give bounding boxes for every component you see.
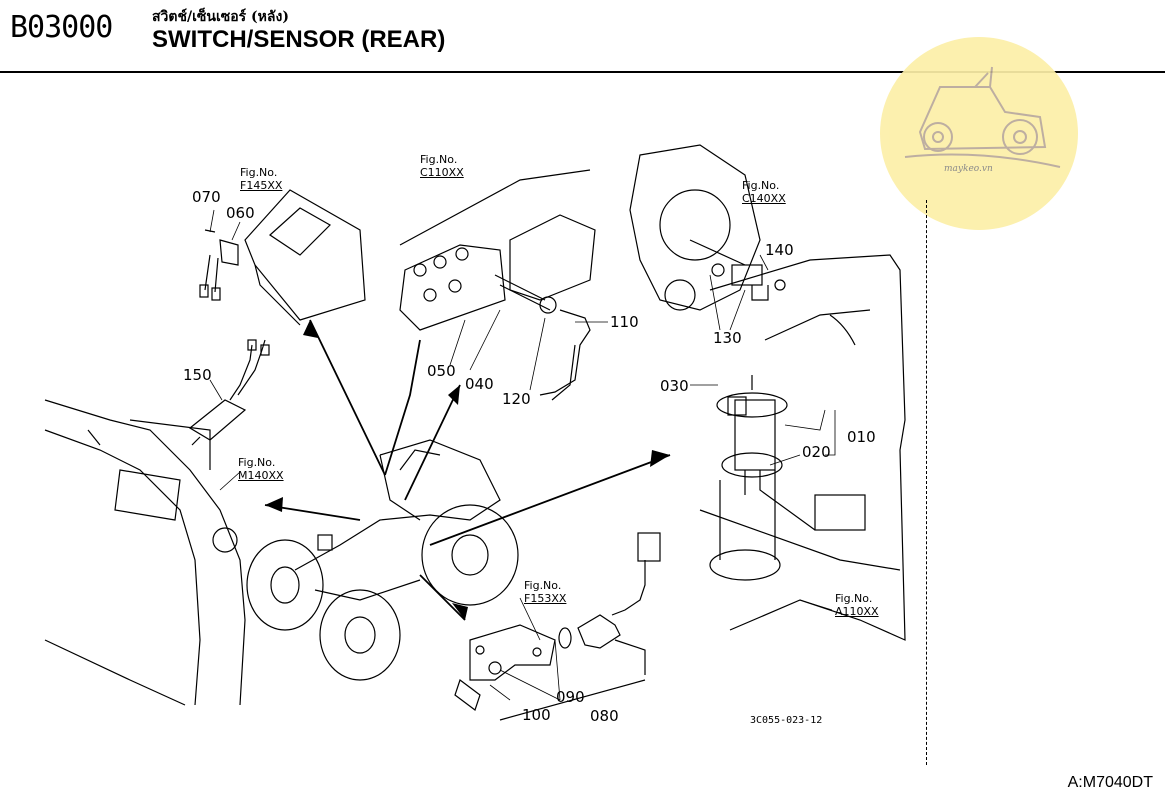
tractor-icon [904,66,1061,168]
fig-ref-c140xx: Fig.No. C140XX [742,179,786,205]
footer-code: A:M7040DT [1067,774,1153,791]
part-label-150: 150 [183,366,212,384]
section-title-thai: สวิตช์/เซ็นเซอร์ (หลัง) [152,9,289,25]
part-label-010: 010 [847,428,876,446]
part-label-060: 060 [226,204,255,222]
reference-arrows [264,319,671,621]
margin-dashed-line [926,200,927,765]
arrow-heads [265,320,670,620]
sensor-f153xx [454,532,661,721]
part-label-070: 070 [192,188,221,206]
header-divider [0,71,1165,73]
part-label-110: 110 [610,313,639,331]
part-label-050: 050 [427,362,456,380]
part-label-090: 090 [556,688,585,706]
section-code: B03000 [10,10,113,45]
switch-150 [129,339,270,470]
tractor-illustration [246,439,519,681]
part-label-100: 100 [522,706,551,724]
part-label-140: 140 [765,241,794,259]
housing-c110xx [399,169,596,401]
machine-frame-m140xx [44,399,246,706]
fuel-tank-a110xx [699,254,906,641]
fig-ref-c110xx: Fig.No. C110XX [420,153,464,179]
section-title: SWITCH/SENSOR (REAR) [152,26,446,53]
part-label-080: 080 [590,707,619,725]
watermark-logo [880,37,1078,230]
bracket-f145xx [199,189,366,326]
fig-ref-a110xx: Fig.No. A110XX [835,592,879,618]
fig-ref-f145xx: Fig.No. F145XX [240,166,283,192]
watermark-text: maykeo.vn [944,164,993,174]
part-label-020: 020 [802,443,831,461]
fig-ref-f153xx: Fig.No. F153XX [524,579,567,605]
drawing-id: 3C055-023-12 [750,715,823,726]
part-label-130: 130 [713,329,742,347]
part-label-030: 030 [660,377,689,395]
leader-lines [209,209,836,701]
part-label-040: 040 [465,375,494,393]
fig-ref-m140xx: Fig.No. M140XX [238,456,284,482]
part-label-120: 120 [502,390,531,408]
cover-c140xx [629,144,786,311]
